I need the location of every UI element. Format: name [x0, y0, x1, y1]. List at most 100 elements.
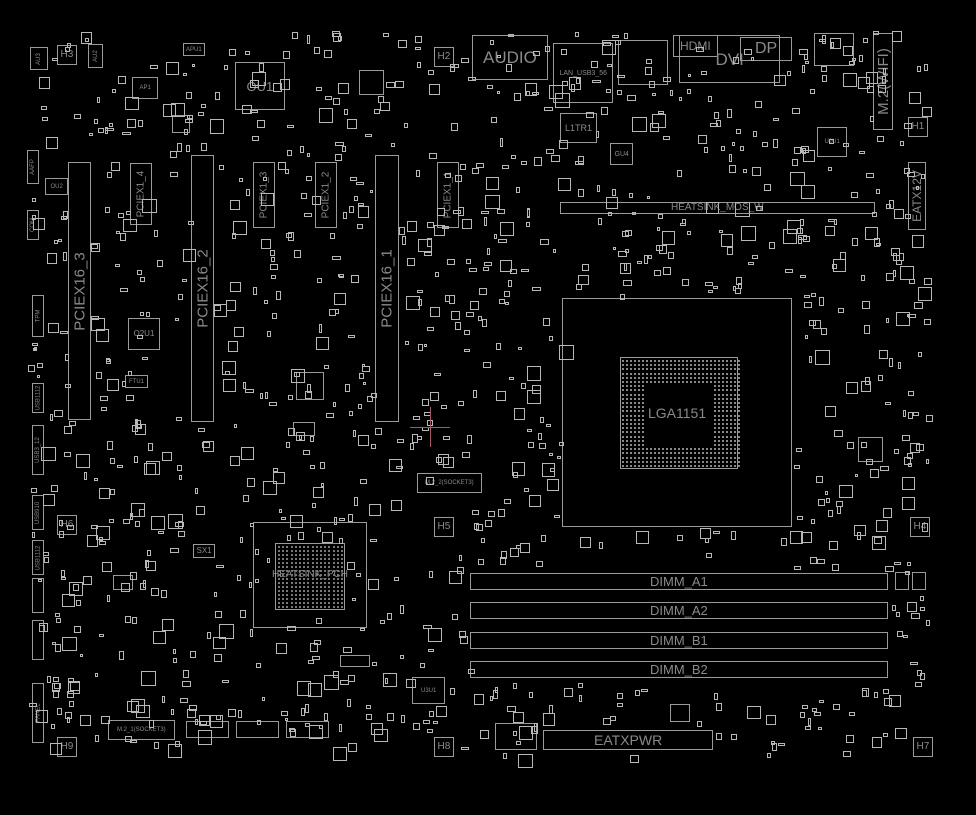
component-outline[interactable] [670, 704, 690, 722]
component-au3[interactable] [30, 47, 48, 70]
component-audio[interactable] [472, 35, 548, 80]
component-pciex1-4[interactable] [130, 163, 152, 225]
component-outline[interactable] [186, 721, 229, 738]
bga-ball [332, 554, 335, 556]
component-outline[interactable] [359, 70, 384, 95]
smd-pad [540, 534, 547, 543]
smd-pad [94, 477, 99, 482]
smd-pad [549, 336, 554, 341]
component-usb1112[interactable] [32, 540, 44, 575]
socket-pin [658, 456, 660, 459]
socket-pin [630, 385, 632, 388]
component-u201[interactable] [817, 127, 847, 157]
component-m2-1[interactable] [108, 720, 175, 740]
component-h1[interactable] [908, 117, 928, 137]
component-outline[interactable] [495, 723, 537, 750]
component-pciex1-3[interactable] [253, 162, 275, 228]
component-ou2[interactable] [45, 178, 68, 195]
socket-pin [694, 376, 696, 379]
component-m2-2[interactable] [417, 473, 482, 493]
component-dimm-a1[interactable] [470, 573, 888, 590]
component-dvi[interactable] [679, 35, 780, 83]
component-l1tr1[interactable] [560, 113, 597, 143]
component-outline[interactable] [296, 372, 324, 400]
bga-ball [324, 558, 327, 560]
smd-pad [406, 678, 417, 689]
component-u3u1[interactable] [412, 677, 445, 704]
component-au2[interactable] [88, 44, 103, 68]
smd-pad [559, 345, 574, 360]
component-tpm[interactable] [32, 295, 44, 337]
component-lan[interactable] [553, 43, 613, 103]
component-usb3-12[interactable] [32, 425, 44, 475]
component-panel[interactable] [32, 683, 44, 743]
component-usb910[interactable] [32, 495, 44, 530]
component-ou1[interactable] [235, 62, 285, 110]
component-eatxpwr[interactable] [543, 730, 713, 750]
component-com[interactable] [27, 210, 39, 240]
component-pciex1-1[interactable] [437, 162, 459, 228]
component-aafp[interactable] [27, 150, 39, 184]
component-h2[interactable] [434, 47, 454, 67]
smd-pad [348, 675, 356, 683]
socket-pin [642, 372, 644, 375]
component-h9[interactable] [57, 737, 77, 757]
component-outline[interactable] [814, 33, 854, 66]
component-lga[interactable] [562, 298, 792, 527]
component-gu4[interactable] [610, 143, 633, 165]
component-outline[interactable] [32, 620, 44, 660]
component-apu1[interactable] [183, 43, 205, 56]
component-usb1112[interactable] [32, 383, 44, 413]
socket-pin [626, 439, 628, 442]
smd-pad [415, 36, 423, 43]
component-h7[interactable] [913, 737, 933, 757]
component-outline[interactable] [275, 543, 345, 610]
component-pciex16-1[interactable] [375, 155, 399, 422]
component-eatx12v[interactable] [908, 162, 926, 230]
component-h6[interactable] [57, 515, 77, 535]
socket-pin [706, 452, 708, 455]
component-pciex16-2[interactable] [191, 155, 214, 422]
smd-pad [616, 90, 623, 95]
smd-pad [256, 720, 261, 725]
socket-pin [694, 360, 696, 362]
smd-pad [831, 263, 837, 270]
component-outline[interactable] [620, 357, 738, 469]
smd-pad [451, 122, 458, 131]
smd-pad [825, 490, 829, 495]
component-dimm-b1[interactable] [470, 632, 888, 649]
component-outline[interactable] [172, 115, 190, 133]
component-outline[interactable] [113, 575, 133, 590]
smd-pad [909, 442, 920, 453]
component-h8[interactable] [434, 737, 454, 757]
smd-pad [416, 62, 421, 69]
smd-pad [270, 250, 276, 256]
component-heatsink-pch[interactable] [253, 522, 367, 628]
component-h5[interactable] [434, 517, 454, 537]
component-o2u1[interactable] [128, 318, 160, 350]
socket-pin [682, 448, 684, 451]
component-outline[interactable] [340, 655, 370, 667]
component-pciex16-3[interactable] [68, 162, 91, 420]
component-outline[interactable] [618, 40, 668, 85]
component-outline[interactable] [286, 721, 329, 738]
smd-pad [471, 167, 479, 175]
component-m2wifi[interactable] [873, 33, 893, 130]
socket-pin [738, 368, 740, 371]
component-dimm-a2[interactable] [470, 602, 888, 619]
component-dp[interactable] [740, 37, 792, 61]
component-sx1[interactable] [193, 544, 215, 558]
smd-pad [253, 287, 257, 296]
component-pciex1-2[interactable] [315, 162, 337, 228]
component-outline[interactable] [858, 437, 883, 462]
component-h4[interactable] [910, 517, 930, 537]
socket-pin [730, 402, 732, 404]
socket-pin [642, 448, 644, 451]
bga-ball [286, 598, 289, 600]
component-outline[interactable] [912, 572, 926, 590]
component-ap1[interactable] [132, 77, 158, 99]
smd-pad [346, 118, 357, 130]
component-outline[interactable] [895, 572, 909, 590]
component-outline[interactable] [32, 578, 44, 613]
